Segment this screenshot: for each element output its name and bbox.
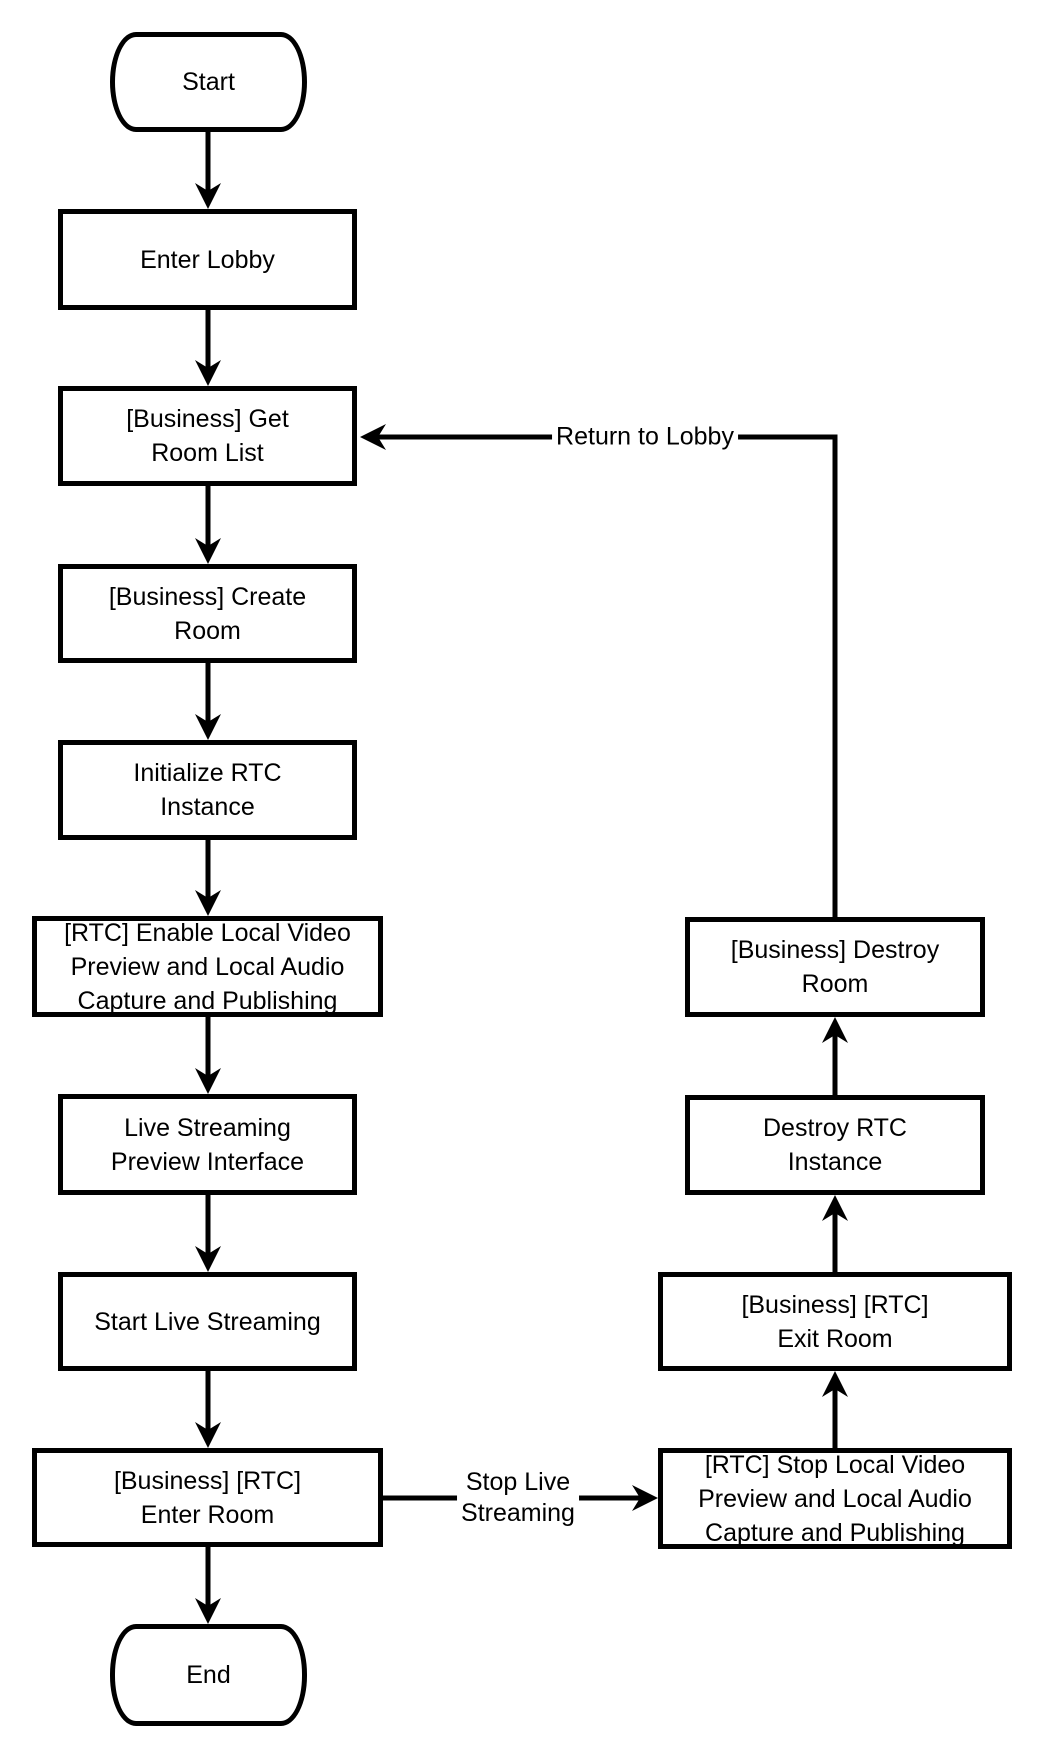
node-start-label: Start bbox=[182, 68, 235, 96]
node-destroy-rtc-label: Destroy RTC Instance bbox=[762, 1114, 907, 1176]
node-enter-room-label: [Business] [RTC] Enter Room bbox=[113, 1466, 302, 1529]
node-exit-room-label: [Business] [RTC] Exit Room bbox=[741, 1290, 929, 1353]
arrowhead-up-icon bbox=[822, 1371, 848, 1397]
arrowhead-down-icon bbox=[195, 1422, 221, 1448]
arrowhead-down-icon bbox=[195, 538, 221, 564]
edge-label-stop-live-streaming: Stop Live Streaming bbox=[457, 1466, 579, 1530]
node-destroy-rtc: Destroy RTC Instance bbox=[685, 1095, 985, 1195]
node-create-room: [Business] Create Room bbox=[58, 564, 357, 663]
node-initialize-rtc-label: Initialize RTC Instance bbox=[133, 759, 282, 821]
arrowhead-down-icon bbox=[195, 1068, 221, 1094]
node-live-preview-label: Live Streaming Preview Interface bbox=[110, 1113, 305, 1176]
arrowhead-up-icon bbox=[822, 1195, 848, 1221]
node-initialize-rtc: Initialize RTC Instance bbox=[58, 740, 357, 840]
node-enter-lobby-label: Enter Lobby bbox=[140, 245, 275, 274]
node-start: Start bbox=[110, 32, 307, 132]
arrowhead-up-icon bbox=[822, 1017, 848, 1043]
arrowhead-down-icon bbox=[195, 1246, 221, 1272]
arrowhead-down-icon bbox=[195, 890, 221, 916]
node-destroy-room: [Business] Destroy Room bbox=[685, 917, 985, 1017]
arrowhead-right-icon bbox=[632, 1485, 658, 1511]
arrowhead-down-icon bbox=[195, 360, 221, 386]
node-enter-lobby: Enter Lobby bbox=[58, 209, 357, 310]
arrowhead-down-icon bbox=[195, 714, 221, 740]
arrowhead-down-icon bbox=[195, 183, 221, 209]
node-start-live-streaming: Start Live Streaming bbox=[58, 1272, 357, 1371]
node-enable-local-av: [RTC] Enable Local Video Preview and Loc… bbox=[32, 916, 383, 1017]
node-get-room-list-label: [Business] Get Room List bbox=[126, 405, 289, 467]
node-live-preview: Live Streaming Preview Interface bbox=[58, 1094, 357, 1195]
node-start-live-streaming-label: Start Live Streaming bbox=[94, 1307, 321, 1336]
node-stop-local-av-label: [RTC] Stop Local Video Preview and Local… bbox=[698, 1450, 972, 1547]
edge-destroy-room-to-get-room-list bbox=[372, 434, 838, 917]
node-end: End bbox=[110, 1624, 307, 1726]
node-enter-room: [Business] [RTC] Enter Room bbox=[32, 1448, 383, 1547]
node-create-room-label: [Business] Create Room bbox=[108, 582, 307, 645]
node-enable-local-av-label: [RTC] Enable Local Video Preview and Loc… bbox=[64, 918, 351, 1015]
arrowhead-down-icon bbox=[195, 1598, 221, 1624]
node-exit-room: [Business] [RTC] Exit Room bbox=[658, 1272, 1012, 1371]
node-get-room-list: [Business] Get Room List bbox=[58, 386, 357, 486]
node-destroy-room-label: [Business] Destroy Room bbox=[730, 936, 940, 998]
arrowhead-left-icon bbox=[360, 424, 386, 450]
node-end-label: End bbox=[186, 1661, 231, 1689]
node-stop-local-av: [RTC] Stop Local Video Preview and Local… bbox=[658, 1448, 1012, 1549]
edge-label-return-to-lobby: Return to Lobby bbox=[552, 420, 738, 454]
